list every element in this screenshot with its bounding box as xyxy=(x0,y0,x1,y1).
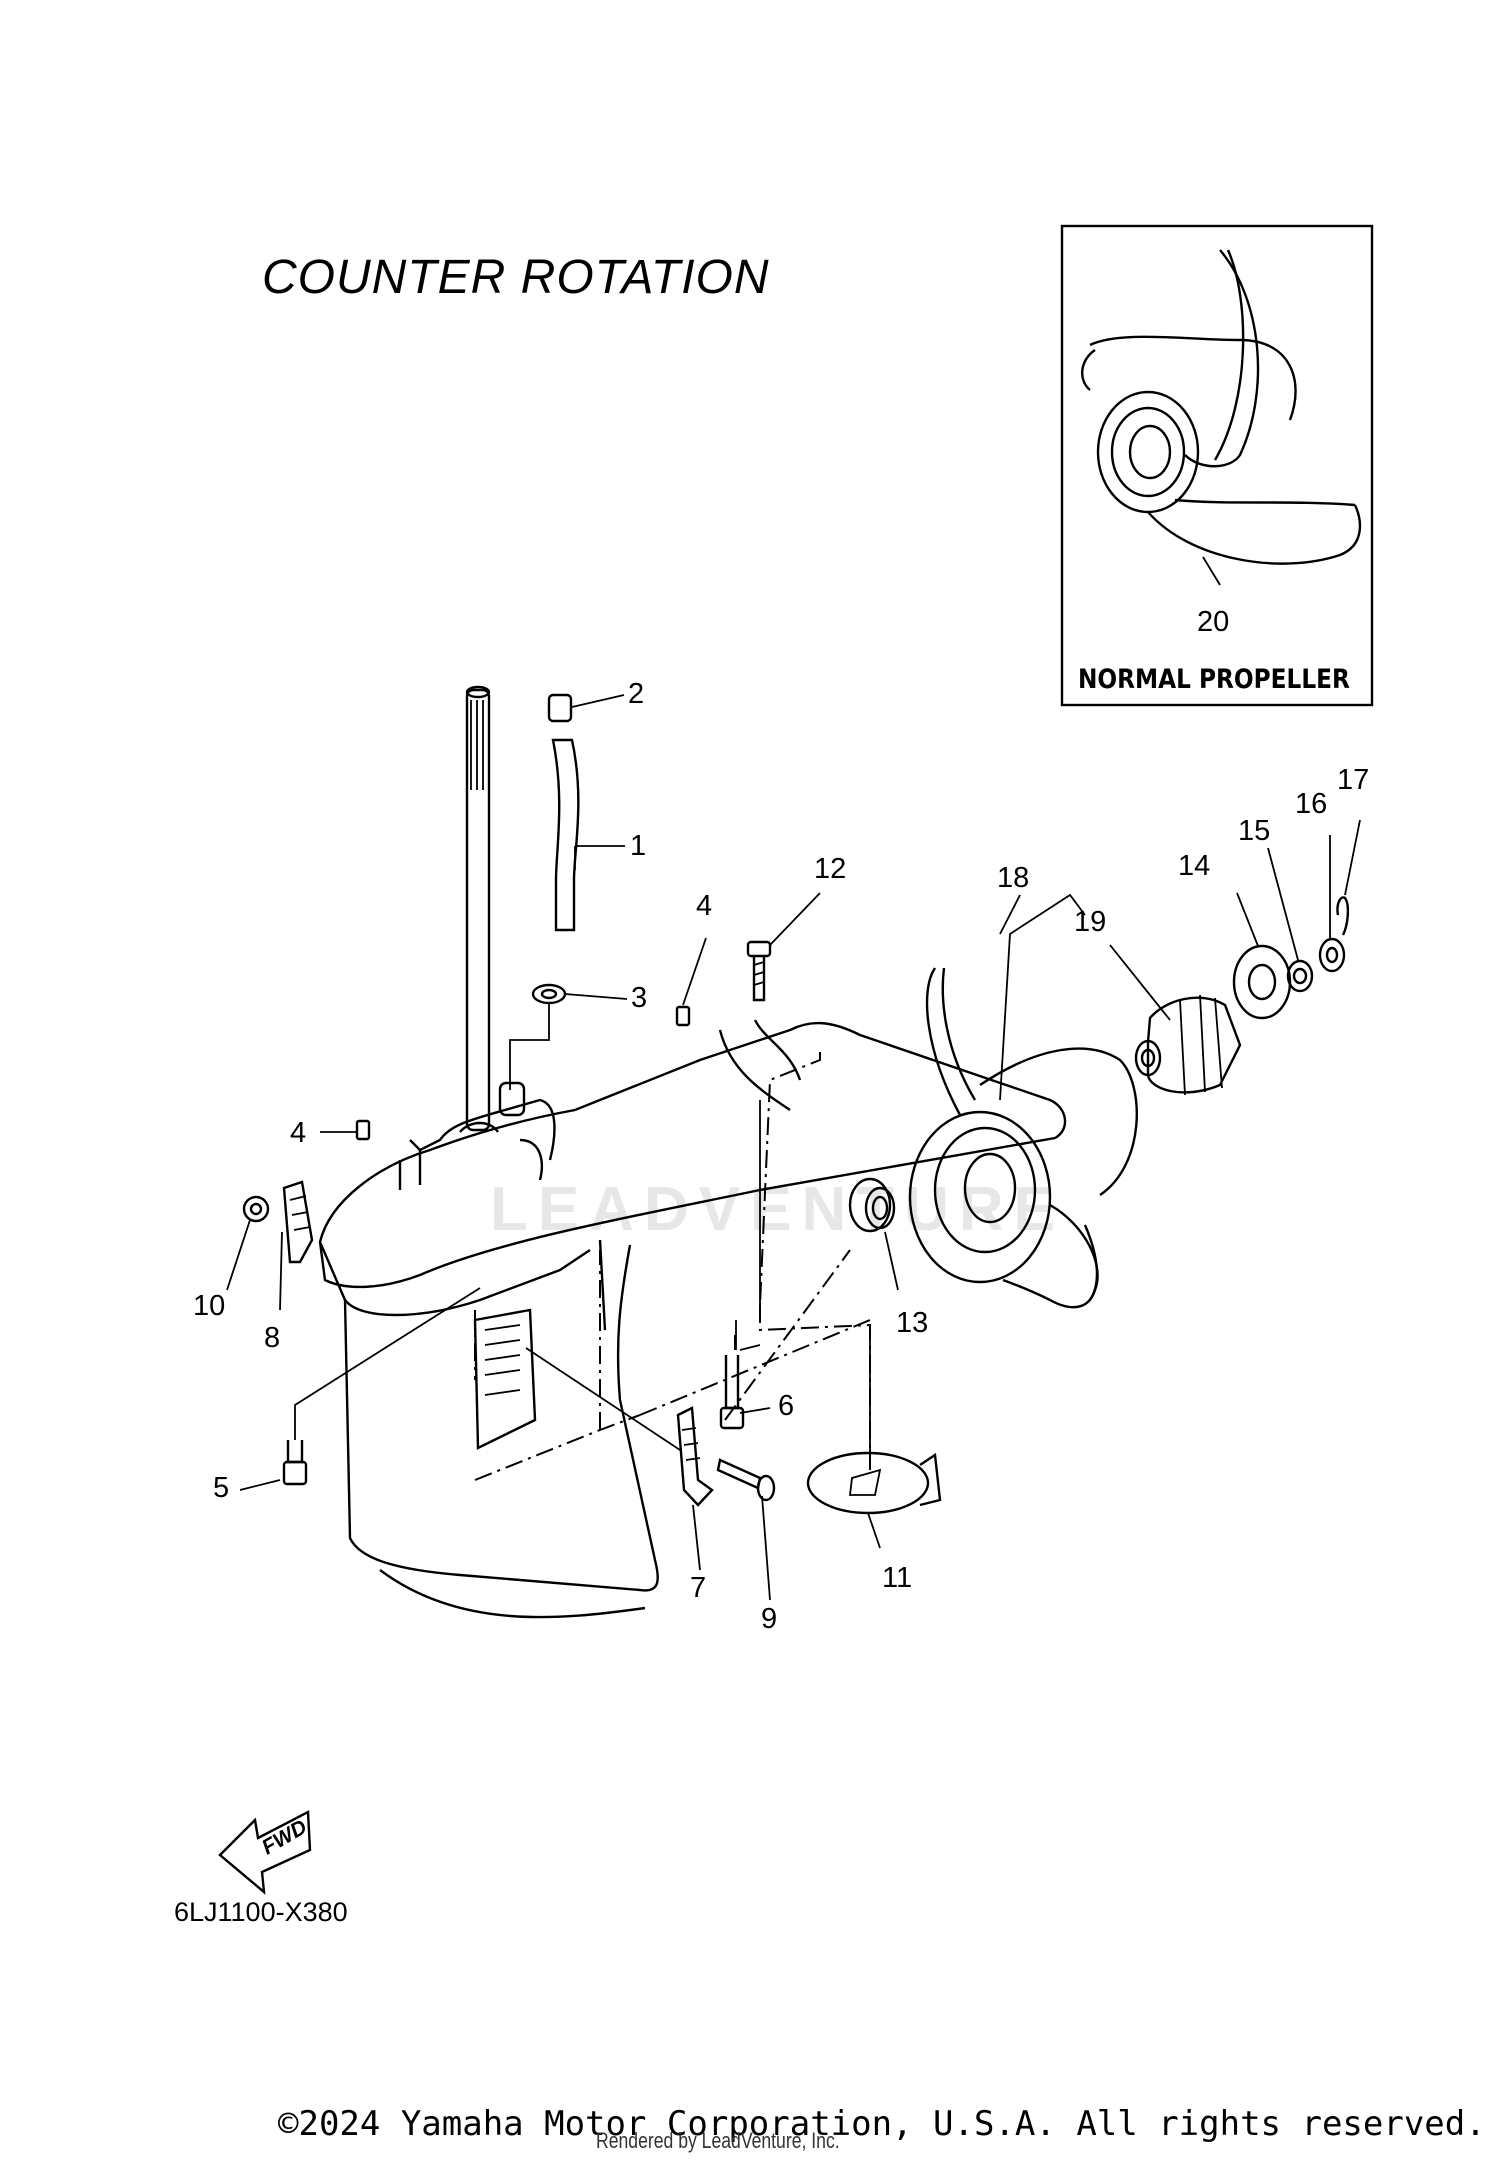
callout-7[interactable]: 7 xyxy=(690,1572,707,1604)
callout-15[interactable]: 15 xyxy=(1238,815,1271,847)
fwd-arrow-icon: FWD xyxy=(218,1810,312,1895)
callout-3[interactable]: 3 xyxy=(631,982,648,1014)
callout-8[interactable]: 8 xyxy=(264,1322,281,1354)
callout-13[interactable]: 13 xyxy=(896,1307,929,1339)
callout-17[interactable]: 17 xyxy=(1337,764,1370,796)
callout-6[interactable]: 6 xyxy=(778,1390,795,1422)
inset-caption: NORMAL PROPELLER xyxy=(1078,664,1350,695)
callout-14[interactable]: 14 xyxy=(1178,850,1211,882)
counter-rotation-propeller xyxy=(908,967,1138,1309)
normal-propeller-drawing xyxy=(1081,249,1362,586)
callout-16[interactable]: 16 xyxy=(1295,788,1328,820)
callout-4-lower[interactable]: 4 xyxy=(290,1117,307,1149)
copyright-notice: ©2024 Yamaha Motor Corporation, U.S.A. A… xyxy=(278,2104,1486,2144)
rendered-by-credit: Rendered by LeadVenture, Inc. xyxy=(596,2128,840,2153)
inset-frame xyxy=(1060,224,1374,707)
lower-casing xyxy=(318,1019,1067,1619)
callout-20[interactable]: 20 xyxy=(1197,606,1230,638)
water-tube xyxy=(509,693,580,1090)
assembly-leaders xyxy=(294,1052,871,1470)
callout-18[interactable]: 18 xyxy=(997,862,1030,894)
callout-5[interactable]: 5 xyxy=(213,1472,230,1504)
callout-10[interactable]: 10 xyxy=(193,1290,226,1322)
callout-12[interactable]: 12 xyxy=(814,853,847,885)
callout-2[interactable]: 2 xyxy=(628,678,645,710)
diagram-title: COUNTER ROTATION xyxy=(262,251,770,304)
callout-19[interactable]: 19 xyxy=(1074,906,1107,938)
callout-9[interactable]: 9 xyxy=(761,1603,778,1635)
callout-11[interactable]: 11 xyxy=(882,1562,913,1594)
watermark: LEADVENTURE xyxy=(490,1175,1066,1244)
callout-1[interactable]: 1 xyxy=(630,830,647,862)
small-parts xyxy=(242,896,1350,1515)
diagram-code: 6LJ1100-X380 xyxy=(174,1897,348,1927)
callout-4-upper[interactable]: 4 xyxy=(696,890,713,922)
callout-leaders xyxy=(226,694,1361,1601)
drive-shaft xyxy=(459,685,499,1133)
